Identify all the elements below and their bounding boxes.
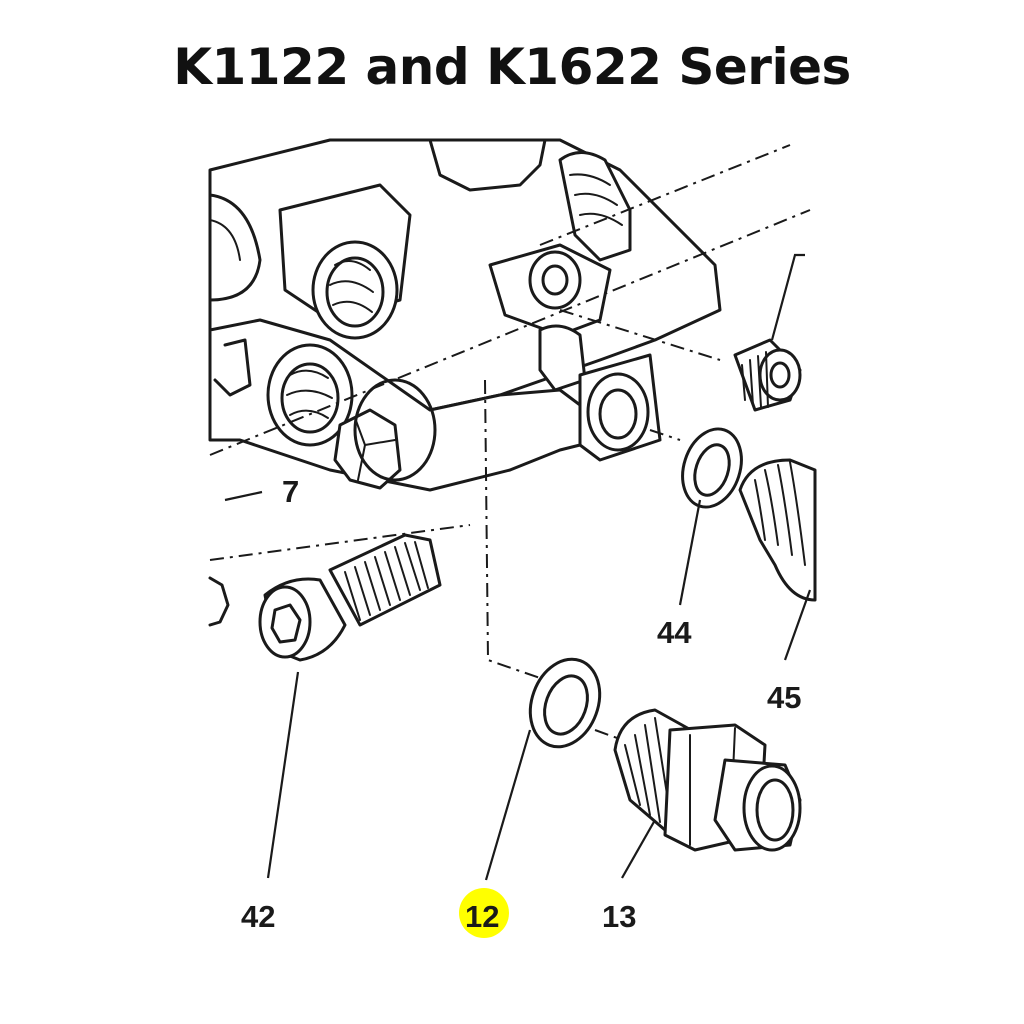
- leader-lines: [224, 253, 812, 881]
- manifold-lower-block: [208, 318, 662, 492]
- callout-44: 44: [657, 615, 692, 650]
- part-45-hose: [738, 458, 817, 602]
- part-44-washer: [681, 427, 743, 509]
- callout-42: 42: [241, 899, 275, 934]
- callout-7: 7: [282, 474, 299, 509]
- part-7-plug: [208, 576, 230, 627]
- part-12-washer: [528, 657, 602, 749]
- callout-13: 13: [602, 899, 636, 934]
- callout-12: 12: [465, 899, 499, 934]
- callout-45: 45: [767, 680, 801, 715]
- callout-12-highlight: [459, 888, 509, 938]
- part-42-cap-screw: [258, 533, 442, 662]
- part-45-fitting: [733, 338, 802, 412]
- part-13-fitting: [613, 708, 802, 852]
- diagram-title: K1122 and K1622 Series: [173, 38, 851, 96]
